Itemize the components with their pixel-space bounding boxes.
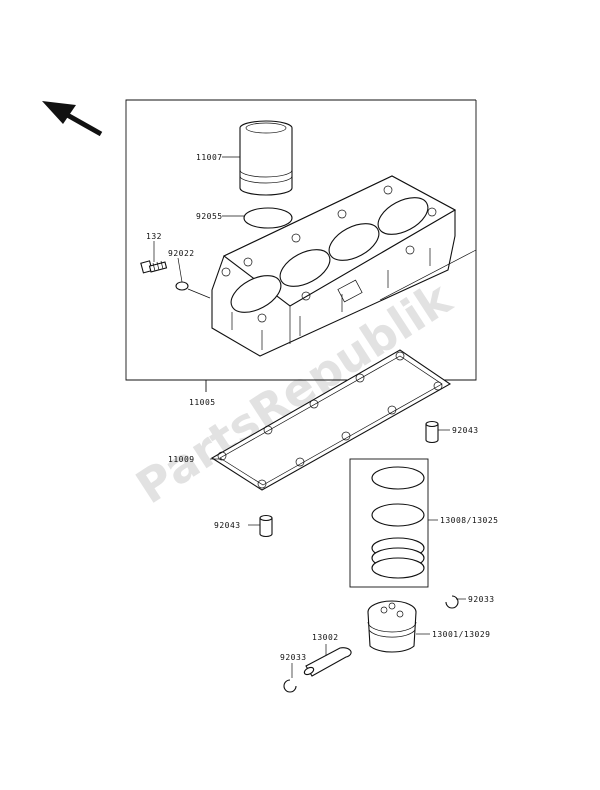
washer [175,281,189,291]
leader-block-frame [379,249,477,301]
label-o-ring: 92055 [196,212,223,221]
piston [367,600,417,653]
label-cylinder-block: 11005 [189,398,216,407]
label-gasket: 11009 [168,455,195,464]
label-bolt: 132 [146,232,162,241]
label-circlip-right: 92033 [468,595,495,604]
circlip-left [283,679,297,693]
dowel-pin-left [259,514,273,538]
piston-rings [371,466,425,579]
label-washer: 92022 [168,249,195,258]
leader-washer-2 [187,288,211,299]
ring-set-frame [349,458,429,588]
cylinder-liner [239,120,293,196]
label-circlip-left: 92033 [280,653,307,662]
assembly-frame [125,99,477,381]
dowel-pin-right [425,420,439,444]
arrow-up-left-icon [42,101,103,137]
piston-pin [303,647,352,677]
bolt [140,260,168,274]
cylinder-gasket [210,349,452,491]
leader-washer [177,257,183,283]
label-cylinder-liner: 11007 [196,153,223,162]
o-ring [243,207,293,229]
label-dowel-pin-right: 92043 [452,426,479,435]
cylinder-block [211,175,457,357]
label-piston-rings: 13008/13025 [440,516,498,525]
label-piston: 13001/13029 [432,630,490,639]
circlip-right [445,595,459,609]
label-piston-pin: 13002 [312,633,339,642]
label-dowel-pin-left: 92043 [214,521,241,530]
